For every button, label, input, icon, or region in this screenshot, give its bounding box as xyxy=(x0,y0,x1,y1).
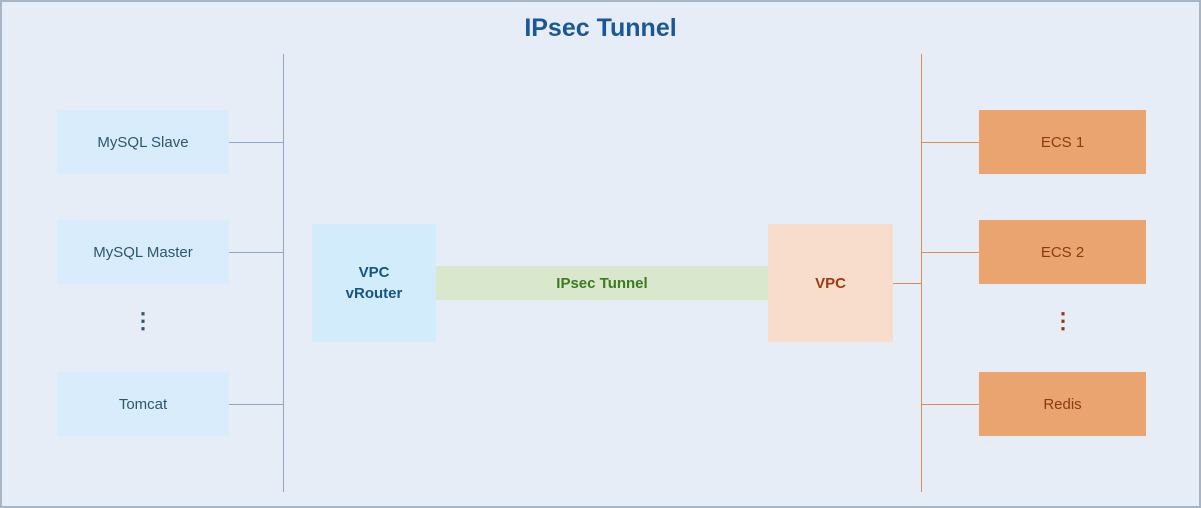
node-mysql-slave: MySQL Slave xyxy=(57,110,229,174)
node-redis: Redis xyxy=(979,372,1146,436)
ipsec-tunnel-label: IPsec Tunnel xyxy=(556,274,648,292)
node-ecs-2: ECS 2 xyxy=(979,220,1146,284)
connector-redis xyxy=(921,404,979,405)
node-vpc-vrouter: VPC vRouter xyxy=(312,224,436,342)
right-ellipsis: ⋮ xyxy=(1052,308,1074,333)
connector-vpc-bus xyxy=(893,283,921,284)
connector-ecs-2 xyxy=(921,252,979,253)
left-bus-line xyxy=(283,54,284,492)
left-ellipsis: ⋮ xyxy=(132,308,154,333)
ipsec-tunnel-band: IPsec Tunnel xyxy=(436,266,768,300)
node-vpc: VPC xyxy=(768,224,893,342)
connector-mysql-slave xyxy=(229,142,283,143)
node-tomcat: Tomcat xyxy=(57,372,229,436)
vrouter-label-line2: vRouter xyxy=(345,285,403,302)
node-mysql-master: MySQL Master xyxy=(57,220,229,284)
connector-tomcat xyxy=(229,404,283,405)
diagram-title: IPsec Tunnel xyxy=(524,14,677,42)
right-bus-line xyxy=(921,54,922,492)
connector-mysql-master xyxy=(229,252,283,253)
connector-ecs-1 xyxy=(921,142,979,143)
node-ecs-1: ECS 1 xyxy=(979,110,1146,174)
vrouter-label-line1: VPC xyxy=(358,264,390,281)
